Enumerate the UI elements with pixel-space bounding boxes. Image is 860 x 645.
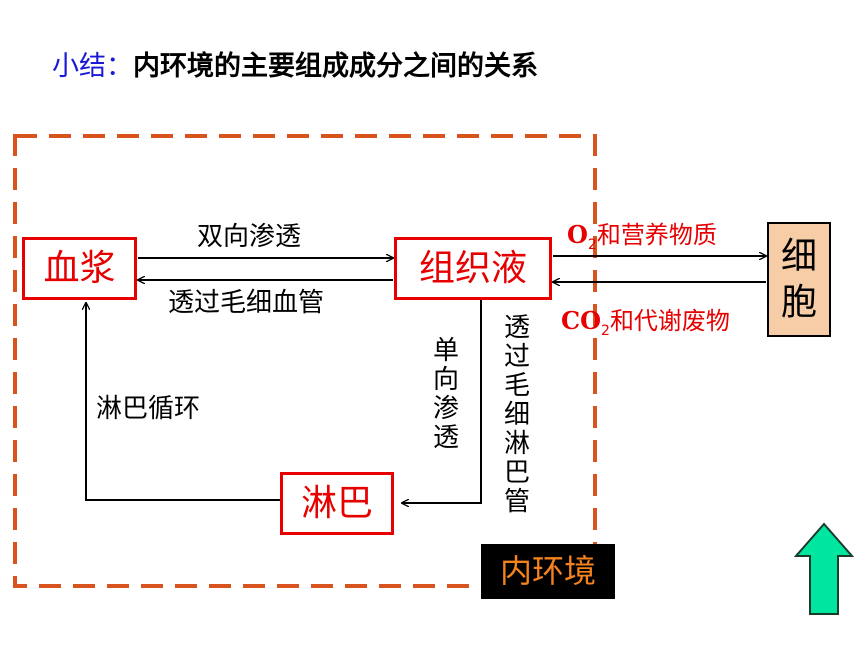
edge-label-through-lymph-capillary: 透过毛细淋巴管 <box>503 313 530 517</box>
node-lymph-label: 淋巴 <box>300 483 373 524</box>
node-lymph: 淋巴 <box>280 472 394 535</box>
node-cell-label: 细胞 <box>780 236 817 323</box>
edge-label-o2: O2和营养物质 <box>567 220 717 253</box>
node-tissue-fluid-label: 组织液 <box>418 248 527 289</box>
node-tissue-fluid: 组织液 <box>394 237 552 300</box>
node-plasma-label: 血浆 <box>43 248 116 289</box>
node-plasma: 血浆 <box>22 237 137 300</box>
arrow-tissue-to-lymph <box>402 292 482 503</box>
edge-label-co2: CO2和代谢废物 <box>561 306 730 339</box>
page-title: 小结：内环境的主要组成成分之间的关系 <box>52 44 538 83</box>
node-cell: 细胞 <box>767 222 831 337</box>
edge-label-through-capillary: 透过毛细血管 <box>168 288 325 318</box>
title-main: 内环境的主要组成成分之间的关系 <box>133 51 538 82</box>
arrow-lymph-to-plasma <box>86 303 280 501</box>
edge-label-bidirectional: 双向渗透 <box>197 222 302 252</box>
title-prefix: 小结： <box>52 51 133 82</box>
internal-env-label: 内环境 <box>481 544 615 599</box>
edge-label-lymph-circulation: 淋巴循环 <box>96 394 201 424</box>
internal-env-boundary <box>13 134 597 588</box>
edge-label-unidirectional: 单向渗透 <box>432 336 459 453</box>
